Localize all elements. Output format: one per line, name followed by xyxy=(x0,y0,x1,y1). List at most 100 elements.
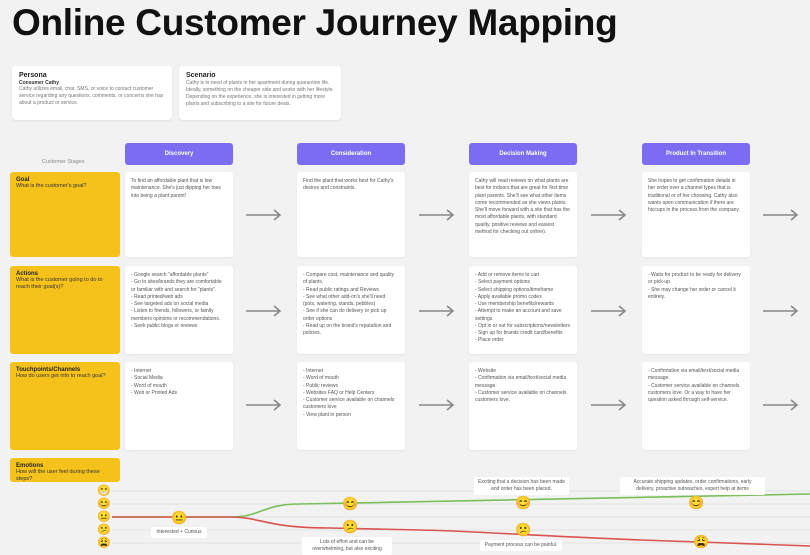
arrow-right-icon xyxy=(419,399,455,411)
emotion-label-payment: Payment process can be painful. xyxy=(480,540,562,551)
goal-cell-consideration: Find the plant that works best for Cathy… xyxy=(297,172,405,257)
persona-heading: Persona xyxy=(19,72,47,79)
touchpoints-cell-decision: - Website - Confirmation via email/text/… xyxy=(469,362,577,450)
scale-neutral-icon: 😐 xyxy=(97,511,111,523)
cell-line: - Internet xyxy=(303,368,324,374)
row-label-goal: Goal What is the customer's goal? xyxy=(10,172,120,257)
scenario-heading: Scenario xyxy=(186,72,216,79)
actions-cell-discovery: - Google search "affordable plants" - Go… xyxy=(125,266,233,354)
goal-cell-transition: She hopes to get confirmation details in… xyxy=(642,172,750,257)
stage-consideration: Consideration xyxy=(297,143,405,165)
emotion-label-shipping: Accurate shipping updates, order confirm… xyxy=(620,477,765,495)
cell-line: - Internet xyxy=(131,368,152,374)
row-label-touchpoints: Touchpoints/Channels How do users get in… xyxy=(10,362,120,450)
stage-discovery: Discovery xyxy=(125,143,233,165)
cell-line: - See targeted ads on social media xyxy=(131,301,209,307)
persona-text: Cathy utilizes email, chat, SMS, or voic… xyxy=(19,86,164,106)
persona-card: Persona Consumer Cathy Cathy utilizes em… xyxy=(12,66,172,120)
arrow-right-icon xyxy=(591,305,627,317)
cell-line: - Compare cost, maintenance and quality … xyxy=(303,272,395,286)
arrow-right-icon xyxy=(763,209,799,221)
stage-decision-making: Decision Making xyxy=(469,143,577,165)
cell-line: - Confirmation via email/text/social med… xyxy=(648,368,740,382)
row-label-actions: Actions What is the customer going to do… xyxy=(10,266,120,354)
emotion-interested-icon: 😐 xyxy=(171,510,188,525)
cell-line: - Sign up for brands credit card/benefit… xyxy=(475,330,563,336)
cell-line: - Seek public blogs or reviews xyxy=(131,322,198,329)
cell-line: - Use membership benefits/rewards xyxy=(475,301,554,307)
cell-line: - Go to sites/brands they are comfortabl… xyxy=(131,279,222,293)
customer-stages-label: Customer Stages xyxy=(42,159,85,165)
cell-line: - Website xyxy=(475,368,497,374)
touchpoints-cell-discovery: - Internet - Social Media - Word of mout… xyxy=(125,362,233,450)
cell-line: - Select shipping options/timeframe xyxy=(475,286,554,293)
row-subtitle: How do users get info to reach goal? xyxy=(16,373,106,379)
cell-line: - Listen to friends, followers, or famil… xyxy=(131,308,221,322)
cell-line: - See what other add-on's she'll need (p… xyxy=(303,293,386,307)
actions-cell-consideration: - Compare cost, maintenance and quality … xyxy=(297,266,405,354)
cell-line: - Opt in or out for subscriptions/newsle… xyxy=(475,322,571,329)
emotion-shipping-icon: 😊 xyxy=(688,495,705,510)
actions-cell-decision: - Add or remove items to cart - Select p… xyxy=(469,266,577,354)
emotion-effort-icon: 😕 xyxy=(342,519,359,534)
arrow-right-icon xyxy=(419,209,455,221)
cell-line: - Add or remove items to cart xyxy=(475,272,540,278)
cell-line: - Websites FAQ or Help Centers xyxy=(303,389,375,396)
cell-line: - Word of mouth xyxy=(131,382,167,389)
scale-very-happy-icon: 😁 xyxy=(97,485,111,497)
cell-line: - Read printed/web ads xyxy=(131,293,183,300)
arrow-right-icon xyxy=(246,305,282,317)
emotion-positive-consideration-icon: 😊 xyxy=(342,496,359,511)
touchpoints-cell-consideration: - Internet - Word of mouth - Public revi… xyxy=(297,362,405,450)
negative-emotion-line xyxy=(112,516,810,547)
scale-happy-icon: 😊 xyxy=(97,498,111,510)
cell-line: - Public reviews xyxy=(303,382,339,389)
arrow-right-icon xyxy=(763,305,799,317)
cell-line: - She may change her order or cancel it … xyxy=(648,286,736,300)
persona-name: Consumer Cathy xyxy=(19,80,60,86)
row-subtitle: How will the user feel during these step… xyxy=(16,469,100,483)
cell-line: To find an affordable plant that is low … xyxy=(131,178,221,199)
cell-line: - Attempt to make an account and save se… xyxy=(475,308,562,322)
cell-line: - Google search "affordable plants" xyxy=(131,272,209,278)
arrow-right-icon xyxy=(763,399,799,411)
row-subtitle: What is the customer's goal? xyxy=(16,183,87,189)
goal-cell-decision: Cathy will read reviews on what plants a… xyxy=(469,172,577,257)
scenario-card: Scenario Cathy is in need of plants in h… xyxy=(179,66,341,120)
cell-line: - Customer service available on channels… xyxy=(303,397,395,411)
touchpoints-cell-transition: - Confirmation via email/text/social med… xyxy=(642,362,750,450)
row-title: Touchpoints/Channels xyxy=(16,367,81,373)
scale-frustrated-icon: 😩 xyxy=(97,537,111,549)
arrow-right-icon xyxy=(591,209,627,221)
arrow-right-icon xyxy=(591,399,627,411)
cell-line: - Word of mouth xyxy=(303,375,339,382)
emotion-decision-icon: 😊 xyxy=(515,495,532,510)
cell-line: - Read up on the brand's reputation and … xyxy=(303,322,392,336)
cell-line: - Web or Printed Ads xyxy=(131,389,178,396)
cell-line: Find the plant that works best for Cathy… xyxy=(303,178,394,192)
page-title: Online Customer Journey Mapping xyxy=(12,2,618,43)
scale-unhappy-icon: 😕 xyxy=(97,524,111,536)
cell-line: Cathy will read reviews on what plants a… xyxy=(475,178,570,235)
arrow-right-icon xyxy=(419,305,455,317)
cell-line: - Place order xyxy=(475,337,504,344)
cell-line: - Confirmation via email/text/social med… xyxy=(475,375,567,389)
cell-line: - Customer service available on channels… xyxy=(475,389,567,403)
row-title: Emotions xyxy=(16,463,44,469)
emotion-payment-icon: 😕 xyxy=(515,522,532,537)
row-subtitle: What is the customer going to do to reac… xyxy=(16,277,103,291)
arrow-right-icon xyxy=(246,399,282,411)
stage-product-in-transition: Product In Transition xyxy=(642,143,750,165)
cell-line: - Customer service available on channels… xyxy=(648,382,740,404)
cell-line: She hopes to get confirmation details in… xyxy=(648,178,740,213)
positive-emotion-line xyxy=(112,493,810,518)
cell-line: - View plant in person xyxy=(303,411,351,418)
cell-line: - Read public ratings and Reviews xyxy=(303,286,379,293)
cell-line: - Waits for product to be ready for deli… xyxy=(648,272,741,286)
emotion-label-interested: Interested + Curious xyxy=(151,527,207,538)
cell-line: - Social Media xyxy=(131,375,163,382)
row-title: Goal xyxy=(16,177,30,183)
emotion-frustrated-icon: 😩 xyxy=(693,534,710,549)
cell-line: - See if she can do delivery or pick up … xyxy=(303,308,387,322)
actions-cell-transition: - Waits for product to be ready for deli… xyxy=(642,266,750,354)
